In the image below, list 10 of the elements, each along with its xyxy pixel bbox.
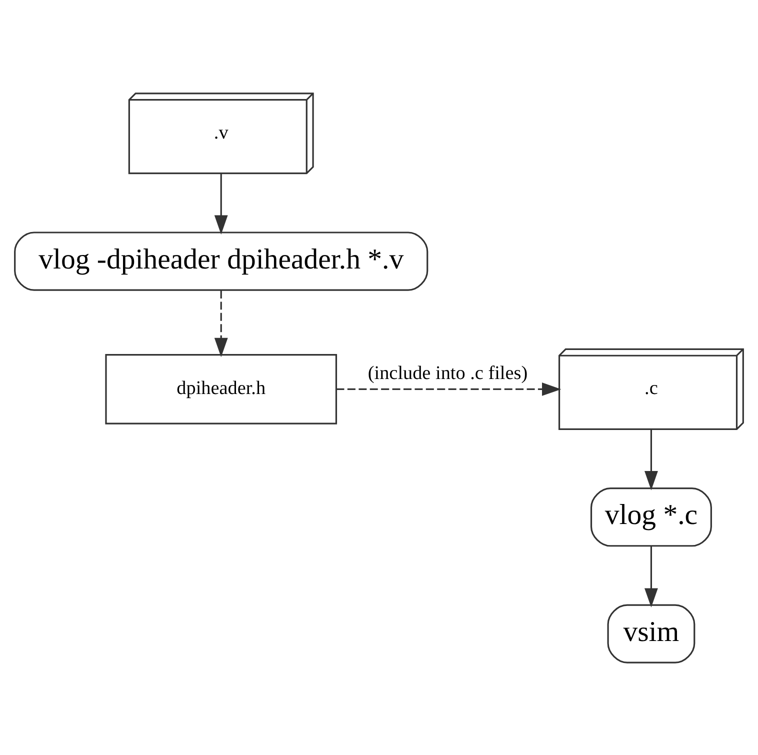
node-box: vsim <box>607 604 696 663</box>
arrow <box>214 290 228 357</box>
node-box: vlog *.c <box>590 487 712 546</box>
arrow <box>214 173 228 234</box>
node-box: dpiheader.h <box>105 354 338 424</box>
node-box: vlog -dpiheader dpiheader.h *.v <box>14 231 428 290</box>
edge-label: (include into .c files) <box>368 362 528 384</box>
arrow <box>336 382 562 396</box>
arrow <box>644 429 658 490</box>
arrow <box>644 546 658 607</box>
